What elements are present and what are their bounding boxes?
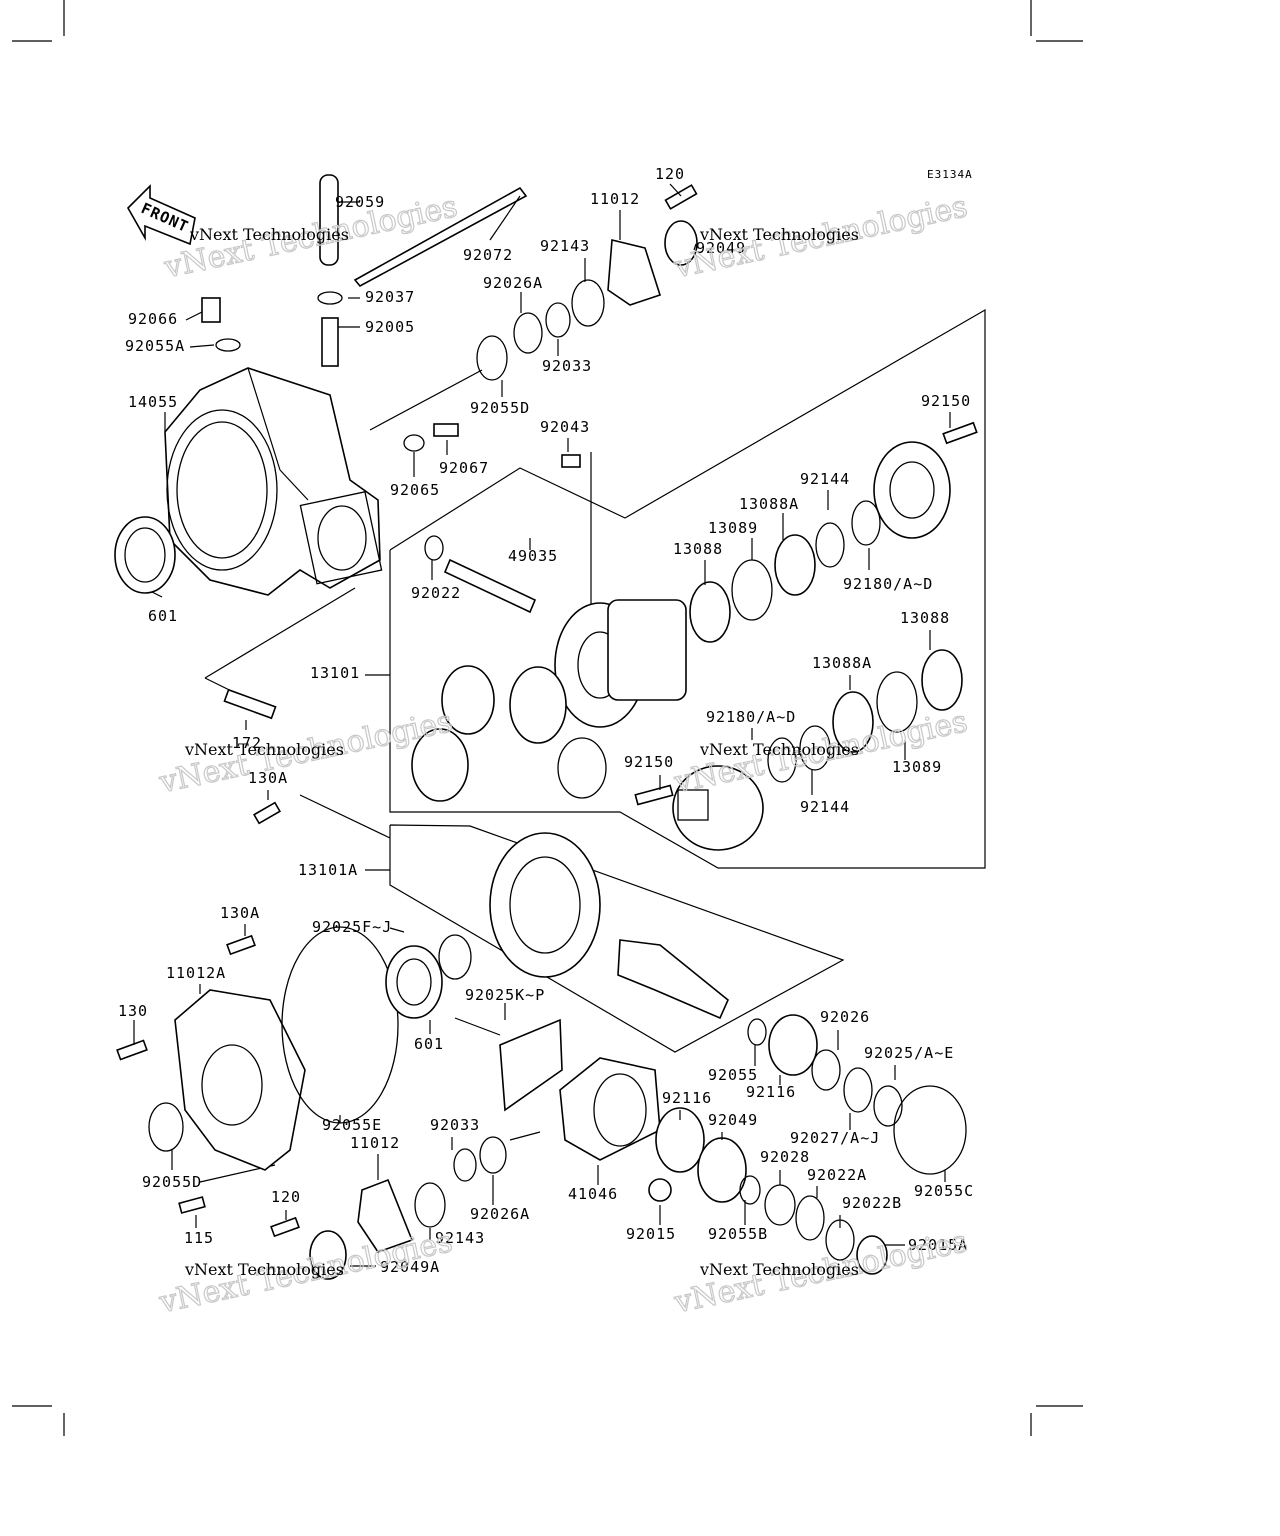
part-number-label: 92015 xyxy=(626,1225,676,1243)
part-number-label: 92027/A~J xyxy=(790,1129,880,1147)
part-number-label: 92022 xyxy=(411,584,461,602)
part-number-label: 120 xyxy=(271,1188,301,1206)
part-number-label: 92180/A~D xyxy=(843,575,933,593)
part-number-label: 130A xyxy=(248,769,288,787)
part-number-label: 13089 xyxy=(708,519,758,537)
part-number-label: 92143 xyxy=(435,1229,485,1247)
final-gear-case-14055 xyxy=(164,367,383,596)
leader-line xyxy=(189,344,215,348)
part-number-label: 601 xyxy=(148,607,178,625)
part-number-label: 14055 xyxy=(128,393,178,411)
part-number-label: 92055D xyxy=(142,1173,202,1191)
part-number-label: 92055B xyxy=(708,1225,768,1243)
part-number-label: 92022B xyxy=(842,1194,902,1212)
part-number-label: 13101A xyxy=(298,861,358,879)
part-number-label: 92150 xyxy=(921,392,971,410)
part-number-label: 92005 xyxy=(365,318,415,336)
part-number-label: 92026 xyxy=(820,1008,870,1026)
leader-lines xyxy=(133,183,951,1267)
part-number-label: 92067 xyxy=(439,459,489,477)
watermark-text: vNext Technologies xyxy=(189,225,349,244)
part-number-label: 92055E xyxy=(322,1116,382,1134)
part-number-label: 92049A xyxy=(380,1258,440,1276)
part-number-label: 172 xyxy=(232,734,262,752)
part-number-label: 92026A xyxy=(470,1205,530,1223)
watermark-text: vNext Technologies xyxy=(699,740,859,759)
part-number-label: 13089 xyxy=(892,758,942,776)
watermark-text: vNext Technologies xyxy=(699,225,859,244)
part-number-label: 13088 xyxy=(673,540,723,558)
part-number-label: 92072 xyxy=(463,246,513,264)
part-number-label: 92143 xyxy=(540,237,590,255)
part-number-label: 92049 xyxy=(708,1111,758,1129)
watermark-text: vNext Technologies xyxy=(184,740,344,759)
part-number-label: 13088A xyxy=(739,495,799,513)
part-number-label: 92144 xyxy=(800,798,850,816)
part-number-label: 92025/A~E xyxy=(864,1044,954,1062)
part-number-label: 92033 xyxy=(542,357,592,375)
part-number-label: 49035 xyxy=(508,547,558,565)
part-number-label: 120 xyxy=(655,165,685,183)
part-number-label: 92055C xyxy=(914,1182,974,1200)
leader-line xyxy=(489,195,521,241)
watermark-text: vNext Technologies xyxy=(184,1260,344,1279)
part-number-label: 92025F~J xyxy=(312,918,392,936)
front-arrow: FRONT xyxy=(127,184,196,246)
part-number-label: 92022A xyxy=(807,1166,867,1184)
part-number-label: 601 xyxy=(414,1035,444,1053)
leader-line xyxy=(389,927,405,933)
part-number-label: 92033 xyxy=(430,1116,480,1134)
part-number-label: 92055 xyxy=(708,1066,758,1084)
part-number-label: 92144 xyxy=(800,470,850,488)
part-number-label: 13088 xyxy=(900,609,950,627)
crop-marks xyxy=(12,0,1083,1436)
part-number-label: 13101 xyxy=(310,664,360,682)
leader-line xyxy=(669,183,682,197)
part-number-label: 92049 xyxy=(696,239,746,257)
part-number-label: 92116 xyxy=(746,1083,796,1101)
leader-line xyxy=(185,311,203,321)
part-number-label: 92066 xyxy=(128,310,178,328)
part-number-label: 92015A xyxy=(908,1236,968,1254)
part-number-label: 11012 xyxy=(350,1134,400,1152)
part-number-label: 115 xyxy=(184,1229,214,1247)
part-number-label: 130 xyxy=(118,1002,148,1020)
part-number-label: 92116 xyxy=(662,1089,712,1107)
part-number-label: 92028 xyxy=(760,1148,810,1166)
assembly-outlines xyxy=(199,308,986,1183)
part-number-label: 92055D xyxy=(470,399,530,417)
part-number-label: 92037 xyxy=(365,288,415,306)
part-number-label: 92065 xyxy=(390,481,440,499)
watermark-text: vNext Technologies xyxy=(699,1260,859,1279)
part-number-label: 11012 xyxy=(590,190,640,208)
leader-line xyxy=(693,243,697,251)
part-number-label: 92043 xyxy=(540,418,590,436)
leader-line xyxy=(151,591,163,598)
part-number-label: 41046 xyxy=(568,1185,618,1203)
part-number-label: 92025K~P xyxy=(465,986,545,1004)
part-number-labels: 92059 92072 92037 92005 92066 92055A 14055 601 1… xyxy=(118,165,974,1276)
part-number-label: 92026A xyxy=(483,274,543,292)
part-number-label: 92180/A~D xyxy=(706,708,796,726)
part-number-label: 13088A xyxy=(812,654,872,672)
part-number-label: 130A xyxy=(220,904,260,922)
part-number-label: 92150 xyxy=(624,753,674,771)
part-number-label: 11012A xyxy=(166,964,226,982)
part-number-label: 92059 xyxy=(335,193,385,211)
diagram-code: E3134A xyxy=(927,168,973,181)
part-number-label: 92055A xyxy=(125,337,185,355)
part-shapes xyxy=(114,174,978,1280)
